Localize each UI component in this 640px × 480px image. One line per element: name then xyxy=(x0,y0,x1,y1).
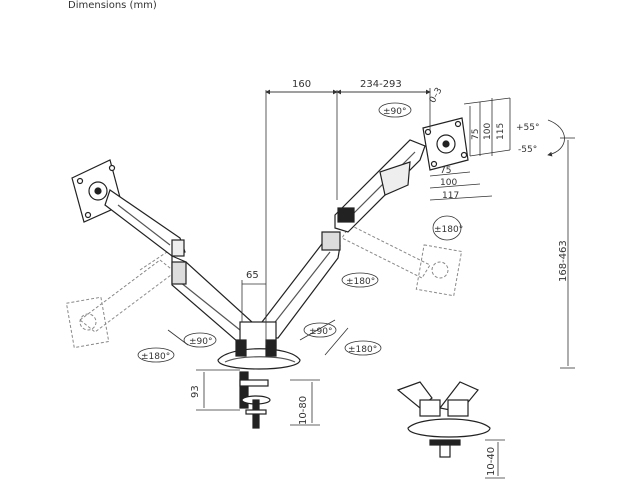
grommet-inset xyxy=(396,381,491,458)
rotation-plus-tilt: +55° xyxy=(516,123,540,133)
dim-arm-offset: 160 xyxy=(292,79,311,90)
ghost-arm-right xyxy=(341,224,463,297)
clamp-dimension xyxy=(196,369,240,411)
label-left-swivel: ±90° xyxy=(189,337,213,347)
rotation-top-swivel: ±90° xyxy=(378,102,412,118)
right-upper-arm xyxy=(334,139,426,233)
dim-vesa-h117: 117 xyxy=(442,191,459,201)
rotation-minus-tilt: -55° xyxy=(518,145,537,155)
dim-vesa-75: 75 xyxy=(471,129,481,140)
dim-height-range: 168-463 xyxy=(558,240,569,282)
left-lower-arm xyxy=(171,255,253,343)
dim-pole-offset: 65 xyxy=(246,270,259,281)
dim-vesa-115: 115 xyxy=(496,123,506,140)
vesa-dimension-lines xyxy=(429,97,511,201)
tilt-arcs xyxy=(547,119,565,157)
right-lower-arm xyxy=(261,231,341,339)
dim-desk-range: 10-80 xyxy=(298,396,309,425)
dim-tilt: 0–3 xyxy=(428,86,445,105)
top-dimension-lines xyxy=(265,88,431,345)
dim-vesa-h100: 100 xyxy=(440,178,457,188)
label-mid-rotate: ±180° xyxy=(346,277,375,287)
label-top-swivel: ±90° xyxy=(383,107,407,117)
rotation-left-swivel: ±90° xyxy=(183,332,217,348)
diagram-title: Dimensions (mm) xyxy=(68,0,157,11)
right-vesa-plate xyxy=(422,117,469,171)
left-upper-arm xyxy=(104,189,186,257)
grommet-dimension xyxy=(485,439,505,479)
label-base-swivel: ±90° xyxy=(309,327,333,337)
rotation-base-swivel: ±90° xyxy=(303,322,337,338)
ghost-arm-left xyxy=(65,249,176,349)
pole-offset-dimension xyxy=(241,280,266,322)
dim-arm-reach: 234-293 xyxy=(360,79,402,90)
rotation-mid-rotate: ±180° xyxy=(341,272,379,288)
pole-and-base xyxy=(217,321,301,429)
desk-dimension xyxy=(290,379,320,426)
height-dimension xyxy=(560,137,575,369)
dim-vesa-h75: 75 xyxy=(440,166,451,176)
dim-vesa-100: 100 xyxy=(483,123,493,140)
label-right-rotate: ±180° xyxy=(434,225,463,235)
guide-lines xyxy=(167,319,349,356)
rotation-left-rotate: ±180° xyxy=(137,347,175,363)
rotation-base-rotate: ±180° xyxy=(344,340,382,356)
dim-clamp-height: 93 xyxy=(190,385,201,398)
label-base-rotate: ±180° xyxy=(348,345,377,355)
dim-grommet-range: 10-40 xyxy=(486,447,497,476)
rotation-right-rotate: ±180° xyxy=(432,215,463,241)
label-left-rotate: ±180° xyxy=(141,352,170,362)
